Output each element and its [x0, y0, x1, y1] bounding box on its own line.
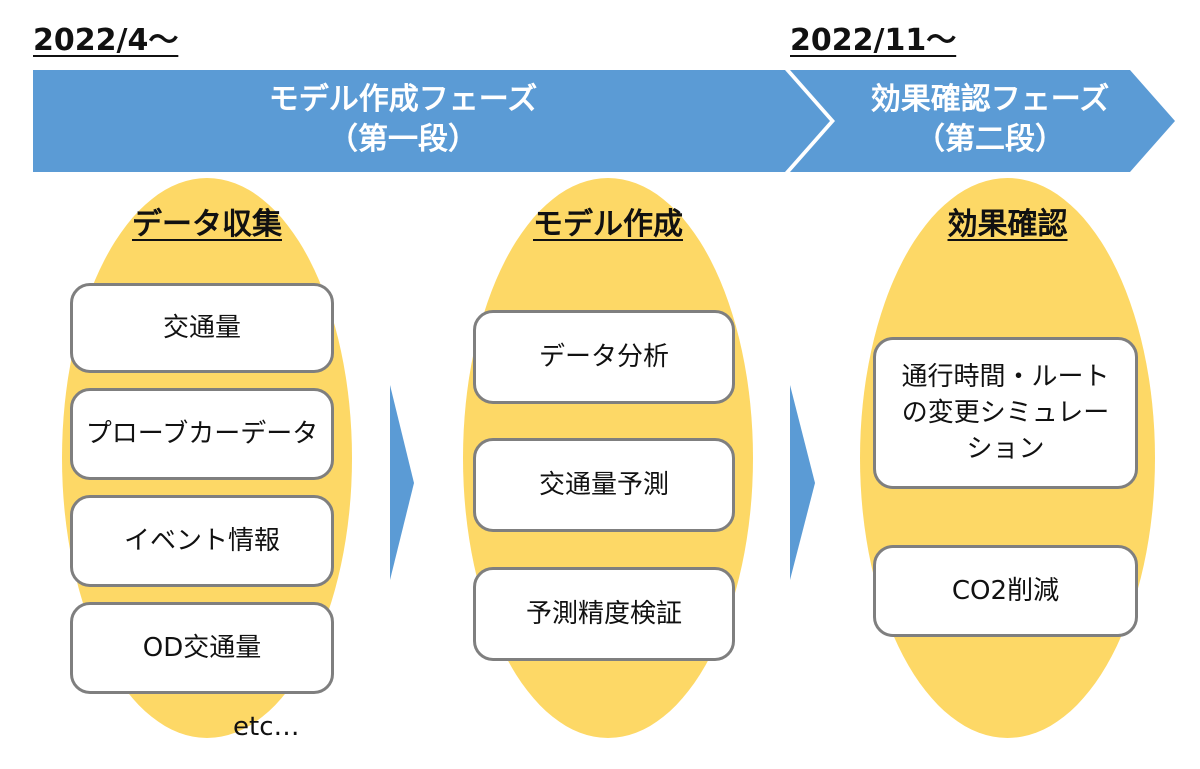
model-creation-item: データ分析: [473, 310, 735, 404]
phase-2-name: 効果確認フェーズ: [870, 82, 1110, 117]
data-collection-item: OD交通量: [70, 602, 334, 694]
phase-2-label: 効果確認フェーズ （第二段）: [840, 80, 1140, 160]
effect-check-item: CO2削減: [873, 545, 1138, 637]
data-collection-title: データ収集: [132, 207, 282, 242]
phase-1-label: モデル作成フェーズ （第一段）: [233, 80, 573, 160]
effect-check-item: 通行時間・ルートの変更シミュレーション: [873, 337, 1138, 489]
phase-1-arrow: [33, 70, 830, 172]
phase-1-stage: （第一段）: [328, 122, 478, 157]
flow-arrow-2: [790, 385, 815, 580]
data-collection-etc: etc…: [233, 712, 300, 742]
phase-1-name: モデル作成フェーズ: [268, 82, 538, 117]
model-creation-item: 交通量予測: [473, 438, 735, 532]
phase-2-start-date: 2022/11〜: [790, 23, 957, 58]
data-collection-item: プローブカーデータ: [70, 388, 334, 480]
model-creation-title: モデル作成: [533, 207, 683, 242]
data-collection-item: イベント情報: [70, 495, 334, 587]
effect-check-title: 効果確認: [947, 207, 1068, 242]
data-collection-item: 交通量: [70, 283, 334, 373]
phase-1-start-date: 2022/4〜: [33, 23, 179, 58]
model-creation-item: 予測精度検証: [473, 567, 735, 661]
phase-2-stage: （第二段）: [915, 122, 1065, 157]
phase-2-arrow: [790, 70, 1175, 172]
flow-arrow-1: [390, 385, 414, 580]
